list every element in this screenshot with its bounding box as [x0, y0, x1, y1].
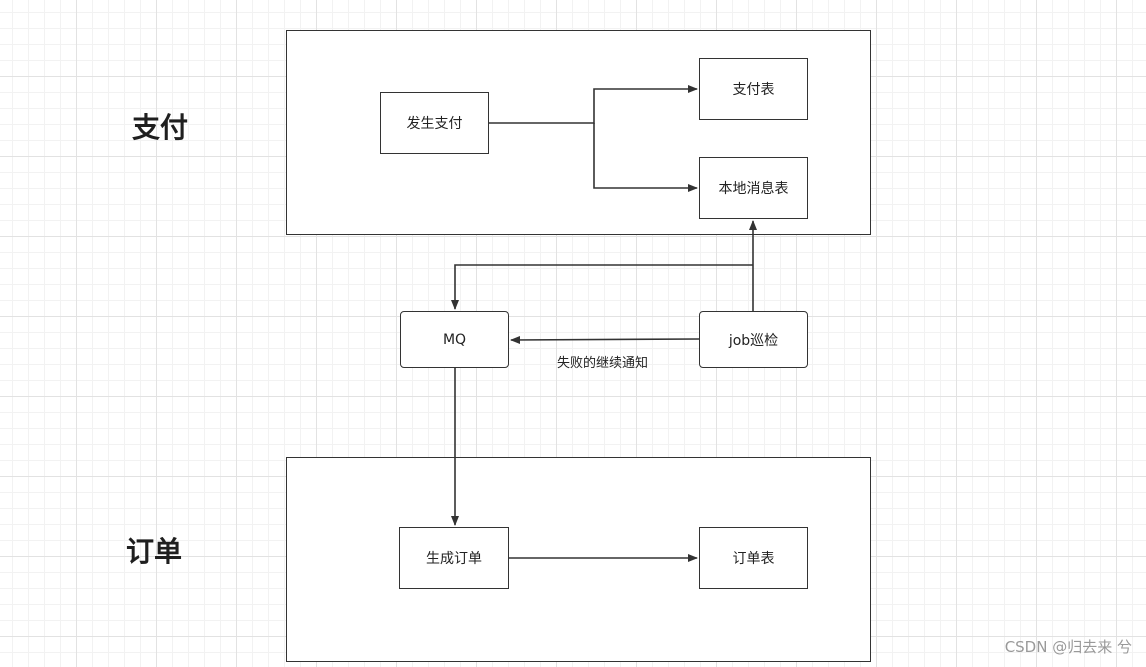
csdn-watermark: CSDN @归去来 兮	[1004, 638, 1132, 656]
payment-group-label: 支付	[132, 111, 189, 144]
payment-table-node: 支付表	[699, 58, 808, 120]
order-group-label: 订单	[126, 535, 183, 568]
mq-node: MQ	[400, 311, 509, 368]
edge-payment-to-local-message-table	[593, 123, 698, 192]
local-message-table-node: 本地消息表	[699, 157, 808, 219]
retry-notify-edge-label: 失败的继续通知	[557, 356, 649, 371]
order-table-node: 订单表	[699, 527, 808, 589]
create-order-node: 生成订单	[399, 527, 509, 589]
edge-local-message-table-to-mq	[451, 264, 753, 310]
edge-payment-to-payment-table	[489, 85, 698, 124]
job-inspection-node: job巡检	[699, 311, 808, 368]
payment-occurs-node: 发生支付	[380, 92, 489, 154]
edge-job-to-mq	[510, 335, 700, 344]
